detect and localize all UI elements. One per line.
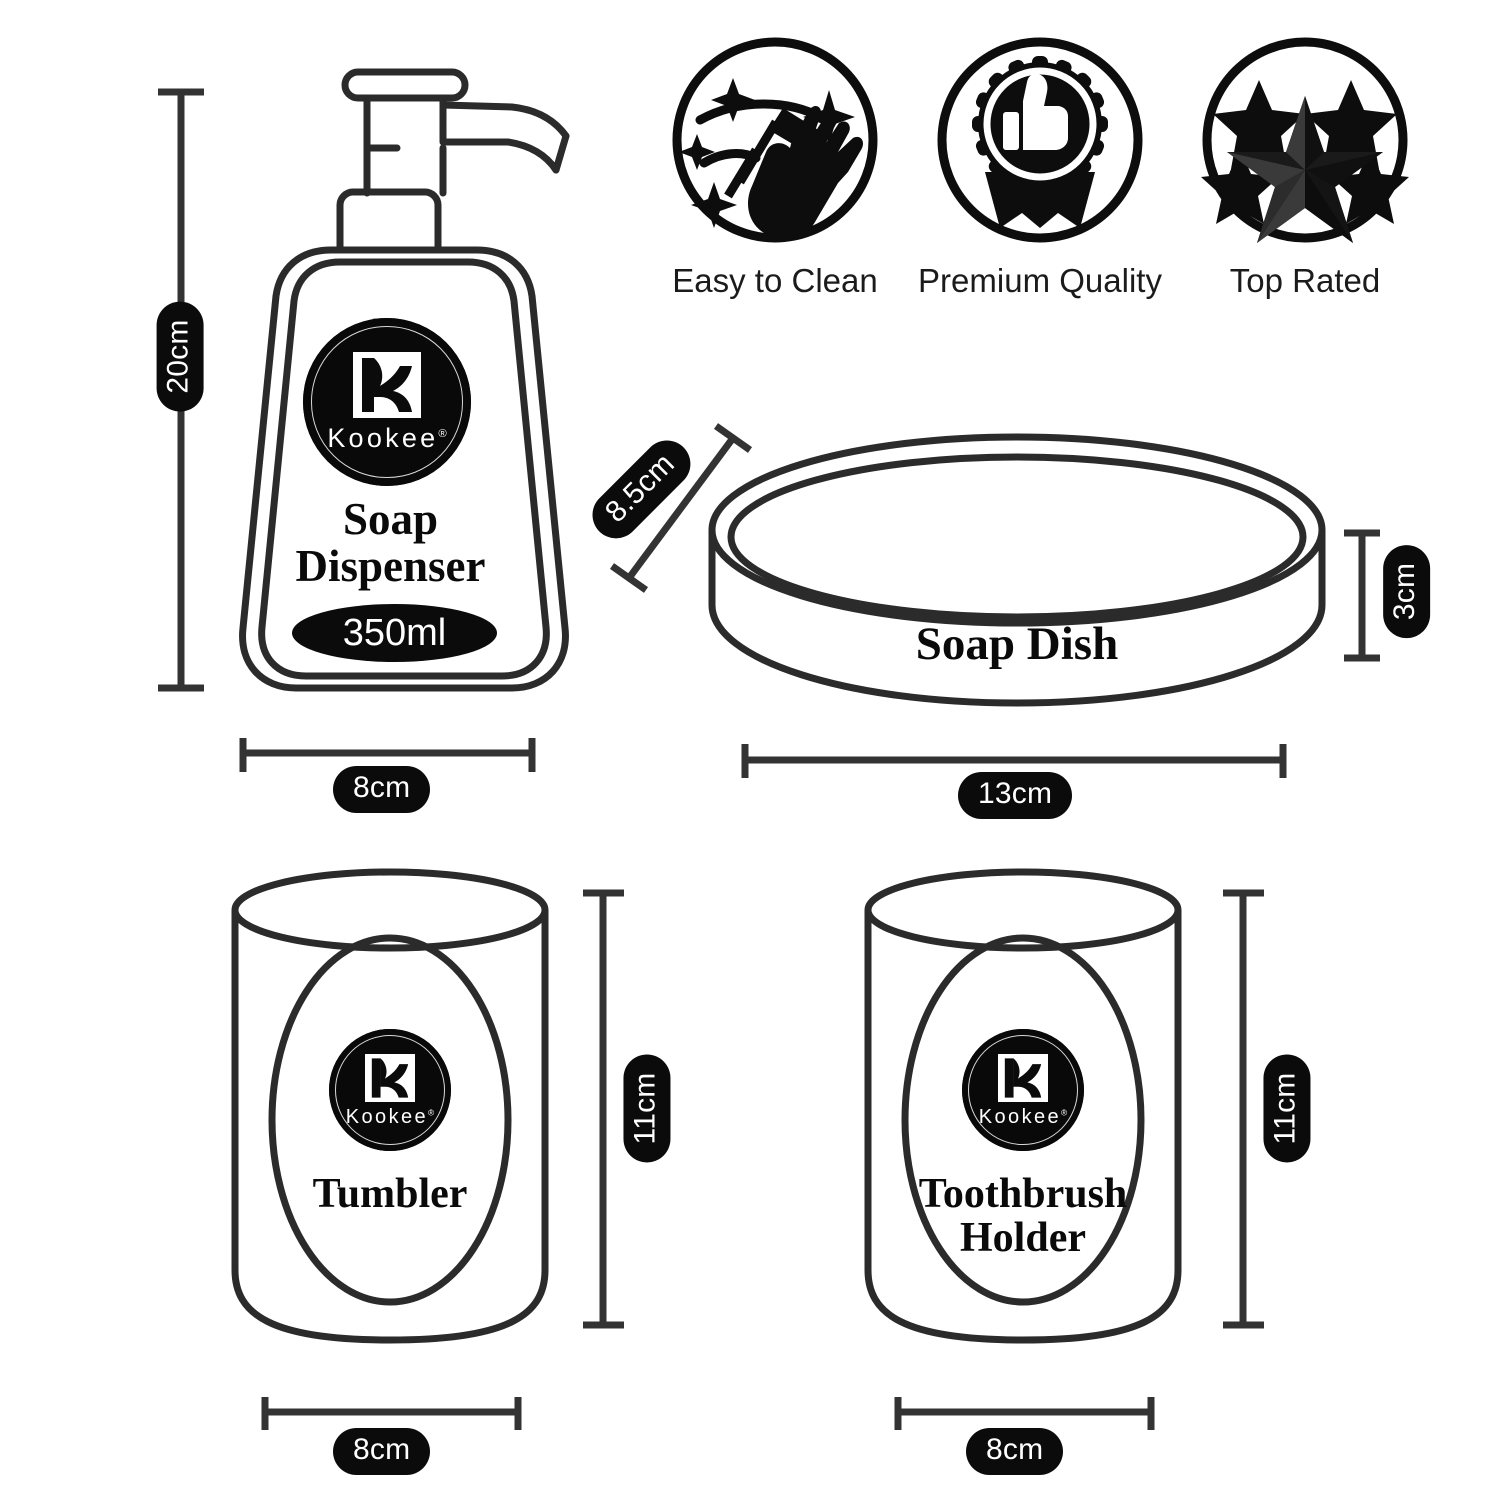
dimension-line-dish-height [1344, 529, 1380, 662]
dimension-line-dish-depth [609, 423, 753, 593]
kookee-wordmark: Kookee® [327, 423, 447, 453]
dimension-line-holder-height [1223, 889, 1264, 1329]
dimension-label-holder-height: 11cm [1263, 1054, 1311, 1163]
kookee-wordmark: Kookee® [345, 1105, 435, 1128]
five-stars-icon [1201, 37, 1409, 243]
dimension-line-tumbler-width [261, 1397, 522, 1430]
badge-caption-premium-quality: Premium Quality [918, 262, 1162, 299]
toothbrush-holder-outline [864, 868, 1182, 1344]
product-name-soap-dish: Soap Dish [915, 618, 1119, 670]
kookee-logo-toothbrush-holder: Kookee® [962, 1029, 1084, 1151]
soap-dispenser-outline [239, 68, 570, 692]
dimension-label-dispenser-width: 8cm [333, 766, 431, 813]
kookee-logo-dispenser: Kookee® [303, 318, 471, 486]
product-name-tumbler: Tumbler [312, 1171, 468, 1217]
dimension-label-dish-height: 3cm [1383, 544, 1431, 639]
kookee-k-mark [998, 1053, 1048, 1102]
product-name-soap-dispenser: Soap Dispenser [295, 494, 486, 591]
award-ribbon-thumbs-up-icon [937, 37, 1143, 243]
dimension-line-dispenser-width [239, 738, 536, 772]
kookee-k-mark [365, 1053, 415, 1102]
dimension-label-dish-width: 13cm [958, 772, 1073, 819]
badge-caption-top-rated: Top Rated [1229, 262, 1381, 299]
soap-dish-outline [708, 433, 1326, 707]
dimension-line-dish-width [741, 744, 1287, 778]
kookee-logo-tumbler: Kookee® [329, 1029, 451, 1151]
dimension-line-holder-width [894, 1397, 1155, 1430]
dimension-line-tumbler-height [583, 889, 624, 1329]
product-name-toothbrush-holder: Toothbrush Holder [918, 1171, 1128, 1261]
kookee-wordmark: Kookee® [978, 1105, 1068, 1128]
dimension-label-tumbler-height: 11cm [623, 1054, 671, 1163]
sparkle-hand-wipe-icon [672, 37, 878, 243]
kookee-k-mark [353, 352, 421, 418]
dimension-label-holder-width: 8cm [966, 1428, 1064, 1475]
tumbler-outline [231, 868, 549, 1344]
badge-caption-easy-to-clean: Easy to Clean [672, 262, 878, 299]
volume-badge-350ml: 350ml [292, 604, 497, 662]
dimension-label-dispenser-height: 20cm [156, 301, 204, 412]
dimension-label-tumbler-width: 8cm [333, 1428, 431, 1475]
